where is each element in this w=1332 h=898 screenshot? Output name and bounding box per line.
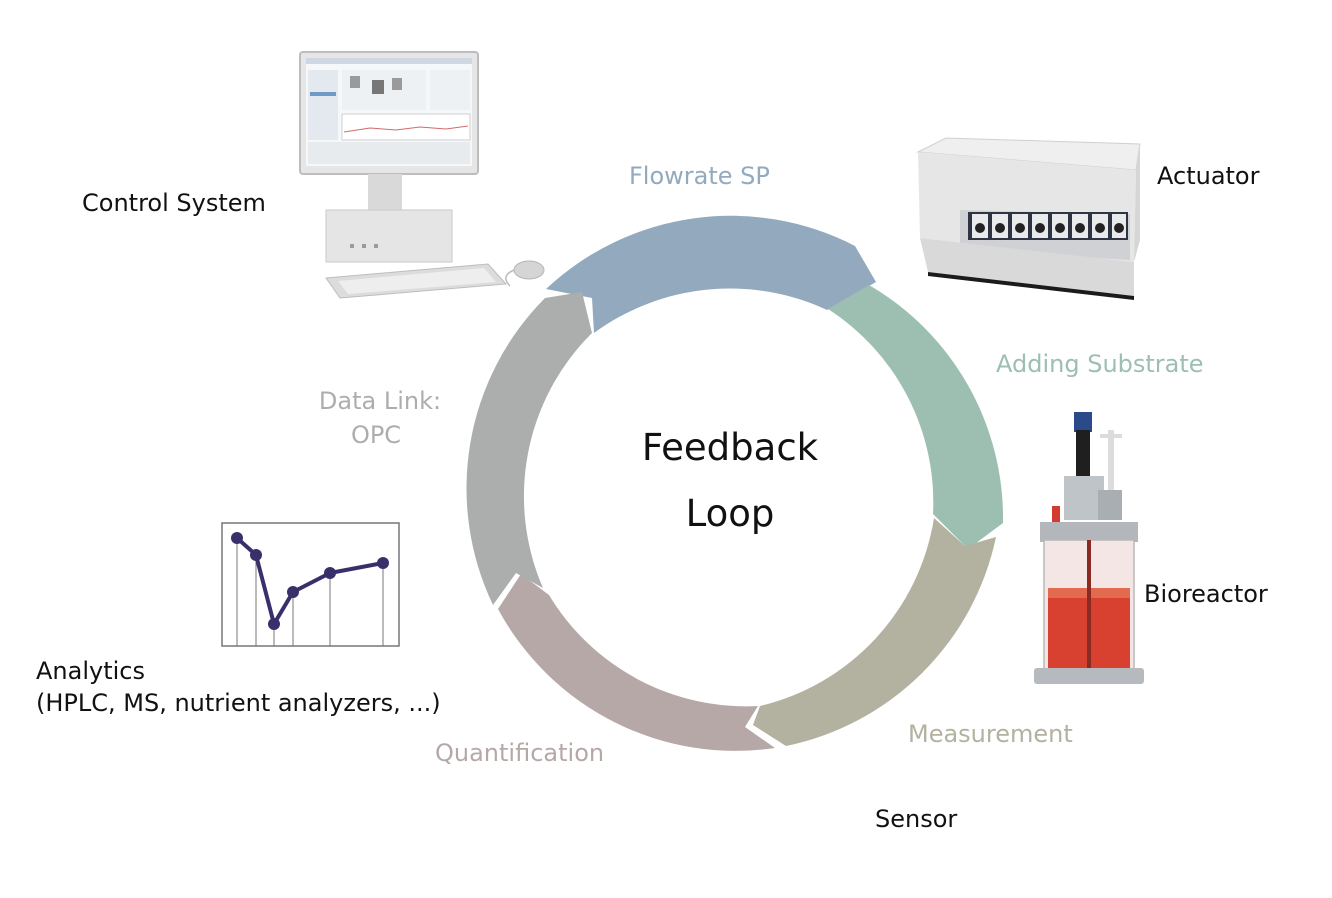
label-data-link-line2: OPC xyxy=(350,421,402,449)
arrow-quantification xyxy=(498,574,775,751)
bioreactor-icon xyxy=(1034,412,1144,684)
label-data-link-line1: Data Link: xyxy=(318,387,442,415)
computer-icon xyxy=(299,51,545,299)
label-analytics: Analytics xyxy=(36,657,145,685)
label-flowrate-sp: Flowrate SP xyxy=(629,162,770,190)
cycle-ring xyxy=(466,215,1004,751)
arrow-adding xyxy=(828,285,1004,549)
center-title-line1: Feedback xyxy=(641,426,819,469)
label-control-system: Control System xyxy=(82,189,266,217)
center-title-line2: Loop xyxy=(685,492,775,535)
label-quantification: Quantification xyxy=(435,739,605,767)
label-measurement: Measurement xyxy=(908,720,1073,748)
chart-icon xyxy=(221,522,400,647)
label-actuator: Actuator xyxy=(1157,162,1260,190)
label-analytics-detail: (HPLC, MS, nutrient analyzers, ...) xyxy=(36,689,441,717)
arrow-flowrate xyxy=(546,215,876,333)
arrow-datalink xyxy=(466,292,592,605)
label-bioreactor: Bioreactor xyxy=(1144,580,1268,608)
pump-icon xyxy=(916,137,1141,300)
label-sensor: Sensor xyxy=(875,805,958,833)
center-title: Feedback Loop xyxy=(580,415,880,547)
arrow-measurement xyxy=(753,518,996,746)
label-adding-substrate: Adding Substrate xyxy=(996,350,1204,378)
